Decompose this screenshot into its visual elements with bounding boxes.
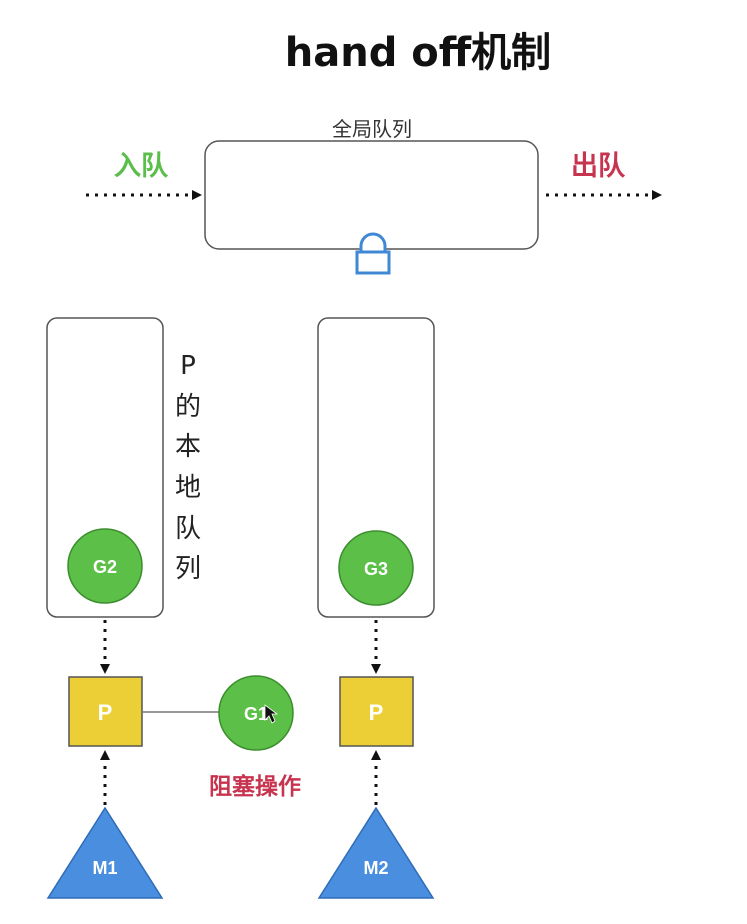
global-queue-label: 全局队列 [332,117,412,141]
enqueue-label: 入队 [114,151,169,182]
local-queue-label-char: 本 [175,432,201,462]
local-queue-label-char: P [180,351,196,381]
blocking-label: 阻塞操作 [209,773,301,800]
machine-m2 [317,806,435,899]
processor-p1-label: P [98,700,113,725]
local-queue-label-char: 地 [175,473,201,503]
diagram-title: hand off机制 [285,30,551,76]
processor-p2 [339,676,414,747]
goroutine-g3 [338,530,414,606]
goroutine-g3-label: G3 [364,559,388,579]
goroutine-g1 [218,675,294,751]
lock-icon [355,232,391,275]
machine-m1 [46,806,164,899]
local-queue-label: P 的 本 地 队 列 [175,351,201,584]
goroutine-g2-label: G2 [93,557,117,577]
processor-p2-label: P [369,700,384,725]
processor-p1 [68,676,143,747]
local-queue-label-char: 列 [175,554,201,584]
machine-m1-label: M1 [92,858,117,878]
machine-m2-label: M2 [363,858,388,878]
dequeue-label: 出队 [571,151,626,182]
local-queue-box-2 [317,317,435,618]
goroutine-g2 [67,528,143,604]
local-queue-label-char: 的 [175,392,201,422]
mouse-cursor-icon [264,704,279,724]
goroutine-g1-label: G1 [244,704,268,724]
local-queue-label-char: 队 [175,514,201,544]
